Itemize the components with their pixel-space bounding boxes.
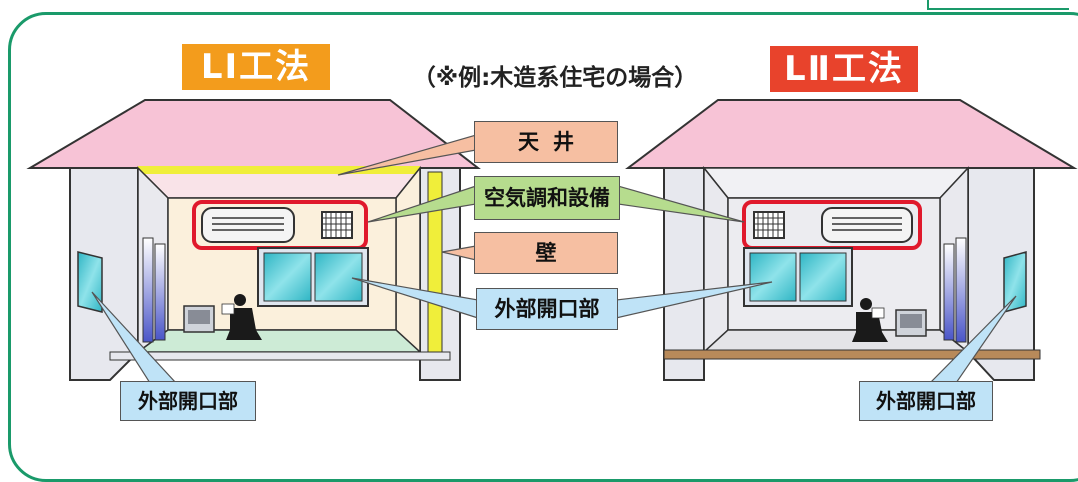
left-outer-wall-l2 <box>663 167 705 381</box>
roof-l2 <box>625 99 1078 169</box>
left-side-wall-l2 <box>703 165 729 354</box>
person-reading-l1 <box>226 294 262 340</box>
floor-l1 <box>135 329 422 353</box>
floor-band-l2 <box>663 349 1041 360</box>
house-l2 <box>625 99 1078 381</box>
air-vent-l1 <box>321 211 353 239</box>
diagram-stage: LⅠ工法 LⅡ工法 （※例:木造系住宅の場合） 天井 空気調和設備 壁 外部開口… <box>8 0 1078 482</box>
example-note: （※例:木造系住宅の場合） <box>412 65 698 91</box>
person-reading-l2 <box>852 298 888 342</box>
label-exterior-opening-center: 外部開口部 <box>476 288 618 330</box>
aircon-indoor-unit-l2 <box>821 207 913 243</box>
floor-l2 <box>702 329 971 353</box>
side-window-l2 <box>1003 251 1027 313</box>
method-l1-badge: LⅠ工法 <box>182 44 330 90</box>
label-wall: 壁 <box>474 232 618 274</box>
door-l1-a <box>142 237 154 343</box>
callout-pointers <box>91 134 1017 384</box>
aircon-indoor-unit-l1 <box>201 207 295 243</box>
frame-tab <box>927 0 1069 10</box>
ceiling-l2 <box>702 167 970 199</box>
label-exterior-opening-left: 外部開口部 <box>120 381 256 421</box>
house-illustrations <box>26 99 1078 384</box>
door-l2-b <box>955 237 967 343</box>
air-vent-l2 <box>753 211 785 239</box>
label-air-conditioning: 空気調和設備 <box>474 176 620 220</box>
door-l2-a <box>943 243 955 341</box>
method-l2-badge: LⅡ工法 <box>770 46 918 92</box>
label-exterior-opening-right: 外部開口部 <box>859 381 993 421</box>
right-side-wall-l1 <box>395 165 421 354</box>
label-ceiling: 天井 <box>474 121 618 163</box>
door-l1-b <box>154 243 166 341</box>
house-l1 <box>26 99 481 381</box>
